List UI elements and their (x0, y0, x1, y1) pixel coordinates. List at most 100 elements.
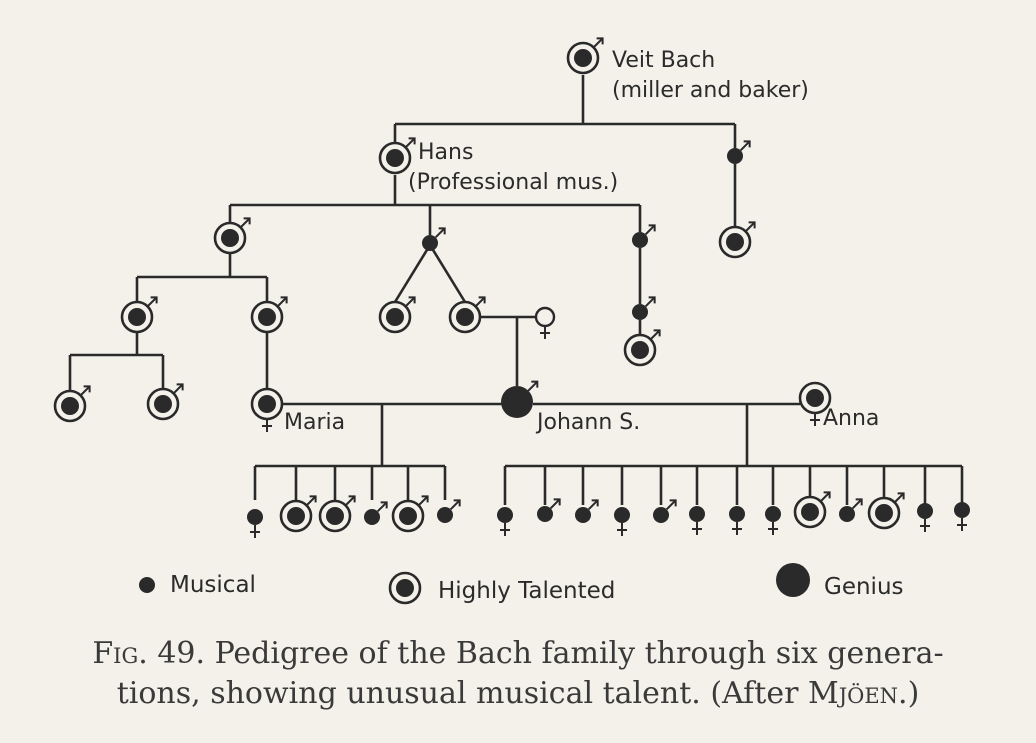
male-sign-icon (172, 383, 184, 395)
highly-talented-core (386, 308, 404, 326)
musical-dot-icon (689, 506, 705, 522)
musical-dot-icon (954, 502, 970, 518)
highly-talented-core (287, 507, 305, 525)
male-sign-icon (79, 385, 91, 397)
male-sign-icon (404, 137, 416, 149)
female-sign-icon (262, 419, 272, 432)
label-johann: Johann S. (537, 410, 641, 435)
female-sign-icon (768, 522, 778, 535)
male-sign-icon (404, 296, 416, 308)
legend-talented-core (396, 579, 414, 597)
musical-dot-icon (614, 507, 630, 523)
male-sign-icon (239, 217, 251, 229)
male-sign-icon (893, 492, 905, 504)
male-sign-icon (549, 498, 561, 510)
male-sign-icon (644, 224, 656, 236)
figure-caption-line-2: tions, showing unusual musical talent. (… (0, 676, 1036, 712)
musical-dot-icon (422, 235, 438, 251)
musical-dot-icon (727, 148, 743, 164)
female-sign-icon (250, 525, 260, 538)
label-veit-occupation: (miller and baker) (612, 78, 809, 103)
legend-genius-label: Genius (824, 574, 904, 600)
musical-dot-icon (839, 506, 855, 522)
caption-end: .) (898, 676, 920, 711)
male-sign-icon (276, 296, 288, 308)
female-sign-icon (617, 523, 627, 536)
male-sign-icon (819, 491, 831, 503)
legend-musical-label: Musical (170, 572, 256, 598)
musical-dot-icon (729, 506, 745, 522)
highly-talented-core (726, 233, 744, 251)
legend-talented-label: Highly Talented (438, 578, 616, 604)
male-sign-icon (146, 296, 158, 308)
highly-talented-core (61, 397, 79, 415)
musical-dot-icon (537, 506, 553, 522)
musical-dot-icon (364, 509, 380, 525)
highly-talented-core (326, 507, 344, 525)
figure-caption-line-1: Fig. 49. Pedigree of the Bach family thr… (0, 636, 1036, 672)
legend-genius-icon (776, 563, 810, 597)
pedigree-line (428, 244, 467, 303)
male-sign-icon (449, 499, 461, 511)
musical-dot-icon (247, 509, 263, 525)
label-maria: Maria (284, 410, 346, 435)
highly-talented-core (258, 395, 276, 413)
male-sign-icon (851, 498, 863, 510)
male-sign-icon (527, 380, 539, 392)
pedigree-line (393, 244, 432, 303)
legend-musical-icon (139, 577, 155, 593)
figure-number: Fig. 49. (92, 636, 206, 671)
male-sign-icon (592, 37, 604, 49)
musical-dot-icon (917, 503, 933, 519)
female-sign-icon (692, 522, 702, 535)
musical-dot-icon (653, 507, 669, 523)
highly-talented-core (128, 308, 146, 326)
female-sign-icon (500, 523, 510, 536)
highly-talented-core (399, 507, 417, 525)
highly-talented-core (456, 308, 474, 326)
male-sign-icon (376, 501, 388, 513)
caption-text-2: tions, showing unusual musical talent. (… (116, 676, 799, 711)
label-anna: Anna (823, 406, 880, 431)
male-sign-icon (649, 329, 661, 341)
highly-talented-core (875, 504, 893, 522)
highly-talented-core (631, 341, 649, 359)
male-sign-icon (665, 499, 677, 511)
musical-dot-icon (575, 507, 591, 523)
label-veit-bach: Veit Bach (612, 48, 716, 73)
caption-author: Mjöen (807, 676, 899, 711)
male-sign-icon (474, 296, 486, 308)
male-sign-icon (305, 495, 317, 507)
male-sign-icon (417, 495, 429, 507)
highly-talented-core (154, 395, 172, 413)
female-sign-icon (732, 522, 742, 535)
male-sign-icon (644, 296, 656, 308)
highly-talented-core (801, 503, 819, 521)
highly-talented-core (386, 149, 404, 167)
female-sign-icon (810, 413, 820, 426)
male-sign-icon (434, 227, 446, 239)
label-hans-occupation: (Professional mus.) (408, 170, 619, 195)
musical-dot-icon (632, 304, 648, 320)
male-sign-icon (587, 499, 599, 511)
label-hans: Hans (418, 140, 474, 165)
male-sign-icon (739, 140, 751, 152)
plain-person-icon (534, 306, 556, 328)
female-sign-icon (920, 519, 930, 532)
musical-dot-icon (632, 232, 648, 248)
female-sign-icon (540, 326, 550, 339)
male-sign-icon (344, 495, 356, 507)
musical-dot-icon (765, 506, 781, 522)
genius-dot-icon (501, 386, 533, 418)
highly-talented-core (221, 229, 239, 247)
highly-talented-core (258, 308, 276, 326)
musical-dot-icon (497, 507, 513, 523)
musical-dot-icon (437, 507, 453, 523)
male-sign-icon (744, 221, 756, 233)
caption-text-1: Pedigree of the Bach family through six … (214, 636, 944, 671)
highly-talented-core (806, 389, 824, 407)
female-sign-icon (957, 518, 967, 531)
highly-talented-core (574, 49, 592, 67)
